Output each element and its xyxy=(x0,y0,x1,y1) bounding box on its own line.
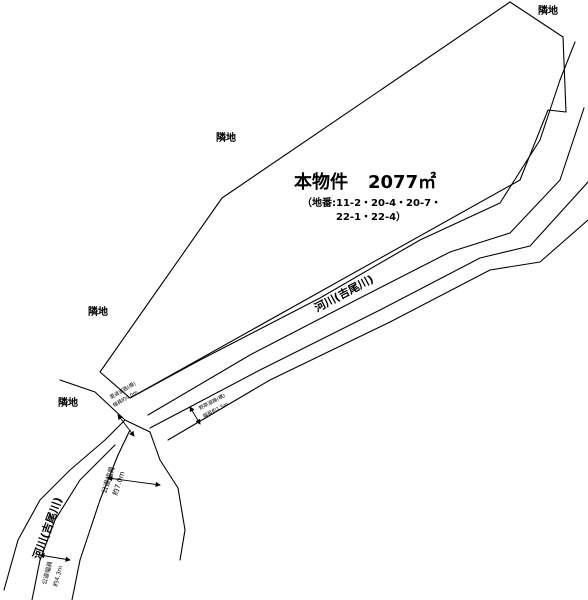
public-road-east-edge xyxy=(149,431,186,561)
river-south-bank xyxy=(147,107,585,416)
public-road-note-3: 公道幅員 xyxy=(40,560,54,585)
public-road-2-arrow xyxy=(39,553,71,562)
farm-road-bank xyxy=(149,181,588,429)
public-road-1-arrow xyxy=(107,475,161,488)
farm-road-width-arrow xyxy=(189,406,201,425)
farm-road-edge xyxy=(167,219,588,441)
bridge-link xyxy=(124,419,151,433)
neighbor-label: 隣地 xyxy=(58,396,78,409)
property-name: 本物件 xyxy=(294,171,348,193)
property-lot-line-2: 22-1・22-4） xyxy=(336,210,406,223)
public-road-note-4: 約4.3m xyxy=(51,565,64,588)
lower-river-bank-1 xyxy=(3,379,126,591)
public-road-west-edge xyxy=(71,429,131,600)
neighbor-label: 隣地 xyxy=(216,131,236,144)
lower-river-bank-2 xyxy=(31,444,116,600)
river-lower-label: 河川(吉尾川) xyxy=(30,495,65,561)
river-north-bank xyxy=(129,41,576,399)
property-boundary xyxy=(99,1,567,399)
bridge-width-arrow xyxy=(117,414,135,437)
property-area: 2077㎡ xyxy=(368,171,436,193)
property-lot-line-1: （地番:11-2・20-4・20-7・ xyxy=(302,196,441,209)
neighbor-label: 隣地 xyxy=(538,4,558,17)
neighbor-label: 隣地 xyxy=(88,305,108,318)
